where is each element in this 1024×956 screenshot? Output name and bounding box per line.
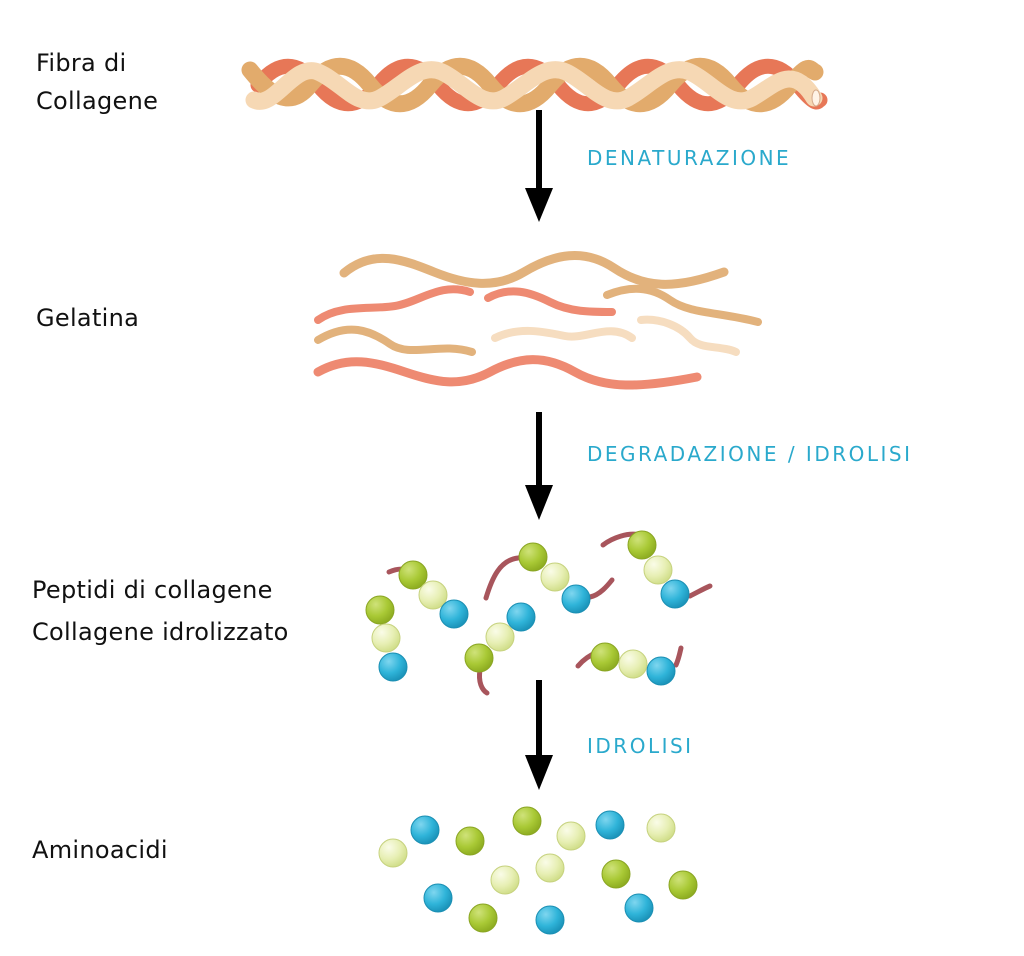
stage-label-peptides: Peptidi di collagene Collagene idrolizza… [32, 571, 289, 651]
bead-green [365, 595, 395, 625]
stage-label-line: Gelatina [36, 304, 140, 332]
amino-acid-pale [490, 865, 520, 895]
bead-green [398, 560, 428, 590]
gelatin-strand [314, 325, 476, 356]
stage-label-line: Fibra di [36, 49, 127, 77]
collagen-fiber-illustration [241, 57, 828, 113]
bead-pale [485, 622, 515, 652]
gelatin-strand [491, 326, 636, 342]
bead-pale [540, 562, 570, 592]
peptides-illustration [365, 530, 713, 696]
step-label-denaturation: DENATURAZIONE [587, 146, 792, 170]
bead-pale [371, 623, 401, 653]
amino-acid-pale [535, 853, 565, 883]
amino-acid-pale [556, 821, 586, 851]
gelatin-strand [484, 287, 616, 316]
bead-green [590, 642, 620, 672]
amino-acid-pale [646, 813, 676, 843]
amino-acid-pale [378, 838, 408, 868]
amino-acid-blue [595, 810, 625, 840]
stage-label-line: Collagene [36, 87, 159, 115]
gelatin-strand [637, 315, 740, 356]
amino-acid-blue [624, 893, 654, 923]
gelatin-strand [314, 285, 474, 324]
amino-acid-green [455, 826, 485, 856]
peptide-tail [673, 645, 684, 668]
peptide-tail [687, 583, 713, 599]
arrow-denaturation [525, 110, 553, 222]
bead-blue [646, 656, 676, 686]
arrow-hydrolysis [525, 680, 553, 790]
arrow-degradation [525, 412, 553, 520]
bead-green [627, 530, 657, 560]
bead-blue [439, 599, 469, 629]
step-label-hydrolysis: IDROLISI [587, 734, 694, 758]
stage-label-line: Peptidi di collagene [32, 576, 273, 604]
peptide-tail [477, 667, 490, 696]
amino-acid-green [668, 870, 698, 900]
gelatin-strand [339, 251, 729, 289]
bead-blue [660, 579, 690, 609]
amino-acid-green [512, 806, 542, 836]
bead-blue [561, 584, 591, 614]
gelatin-illustration [313, 251, 762, 390]
helix-end-cap [811, 89, 821, 107]
stage-label-amino-acids: Aminoacidi [32, 831, 168, 869]
bead-blue [506, 602, 536, 632]
gelatin-strand [313, 355, 702, 390]
bead-green [464, 643, 494, 673]
amino-acid-green [468, 903, 498, 933]
amino-acids-illustration [378, 806, 698, 935]
amino-acid-blue [423, 883, 453, 913]
stage-label-line: Collagene idrolizzato [32, 618, 289, 646]
bead-pale [618, 649, 648, 679]
amino-acid-blue [535, 905, 565, 935]
stage-label-line: Aminoacidi [32, 836, 168, 864]
stage-label-collagen-fiber: Fibra di Collagene [36, 44, 158, 120]
step-label-degradation: DEGRADAZIONE / IDROLISI [587, 442, 913, 466]
stage-label-gelatin: Gelatina [36, 299, 139, 337]
bead-pale [418, 580, 448, 610]
bead-pale [643, 555, 673, 585]
amino-acid-blue [410, 815, 440, 845]
peptide-tail [483, 553, 533, 601]
amino-acid-green [601, 859, 631, 889]
peptide-tail [587, 577, 615, 600]
gelatin-strand [603, 284, 762, 326]
bead-green [518, 542, 548, 572]
bead-blue [378, 652, 408, 682]
helix-strand-cream [245, 61, 823, 110]
